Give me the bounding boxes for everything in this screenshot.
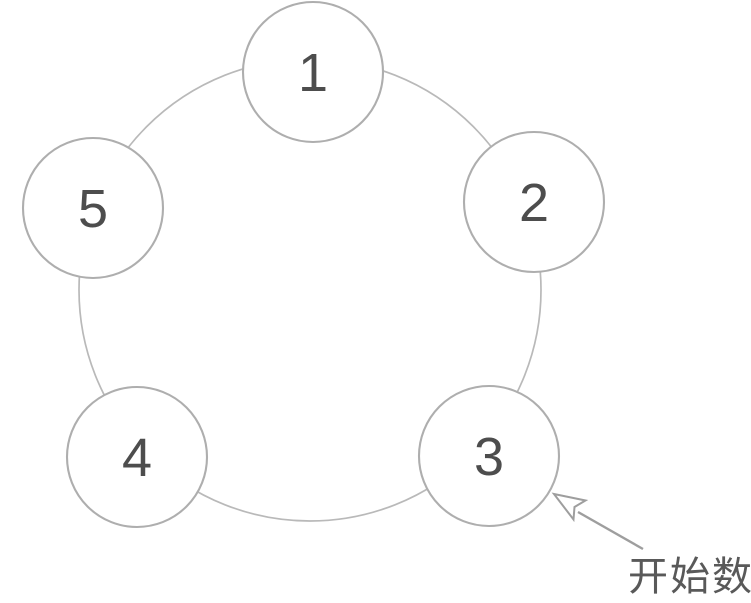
node-circle <box>21 136 165 280</box>
node-3: 3 <box>417 384 561 528</box>
node-2: 2 <box>462 130 606 274</box>
node-label: 1 <box>298 43 328 103</box>
node-1: 1 <box>241 0 385 144</box>
start-annotation-label: 开始数 <box>628 555 751 599</box>
node-5: 5 <box>21 136 165 280</box>
node-4: 4 <box>65 385 209 529</box>
arrow-shaft <box>577 510 644 551</box>
node-label: 5 <box>78 179 108 239</box>
node-circle <box>462 130 606 274</box>
node-label: 3 <box>474 427 504 487</box>
start-pointer-arrow <box>551 492 644 551</box>
node-label: 4 <box>122 428 152 488</box>
node-label: 2 <box>519 173 549 233</box>
node-circle <box>241 0 385 144</box>
arrowhead-icon <box>551 492 589 523</box>
node-circle <box>65 385 209 529</box>
node-circle <box>417 384 561 528</box>
